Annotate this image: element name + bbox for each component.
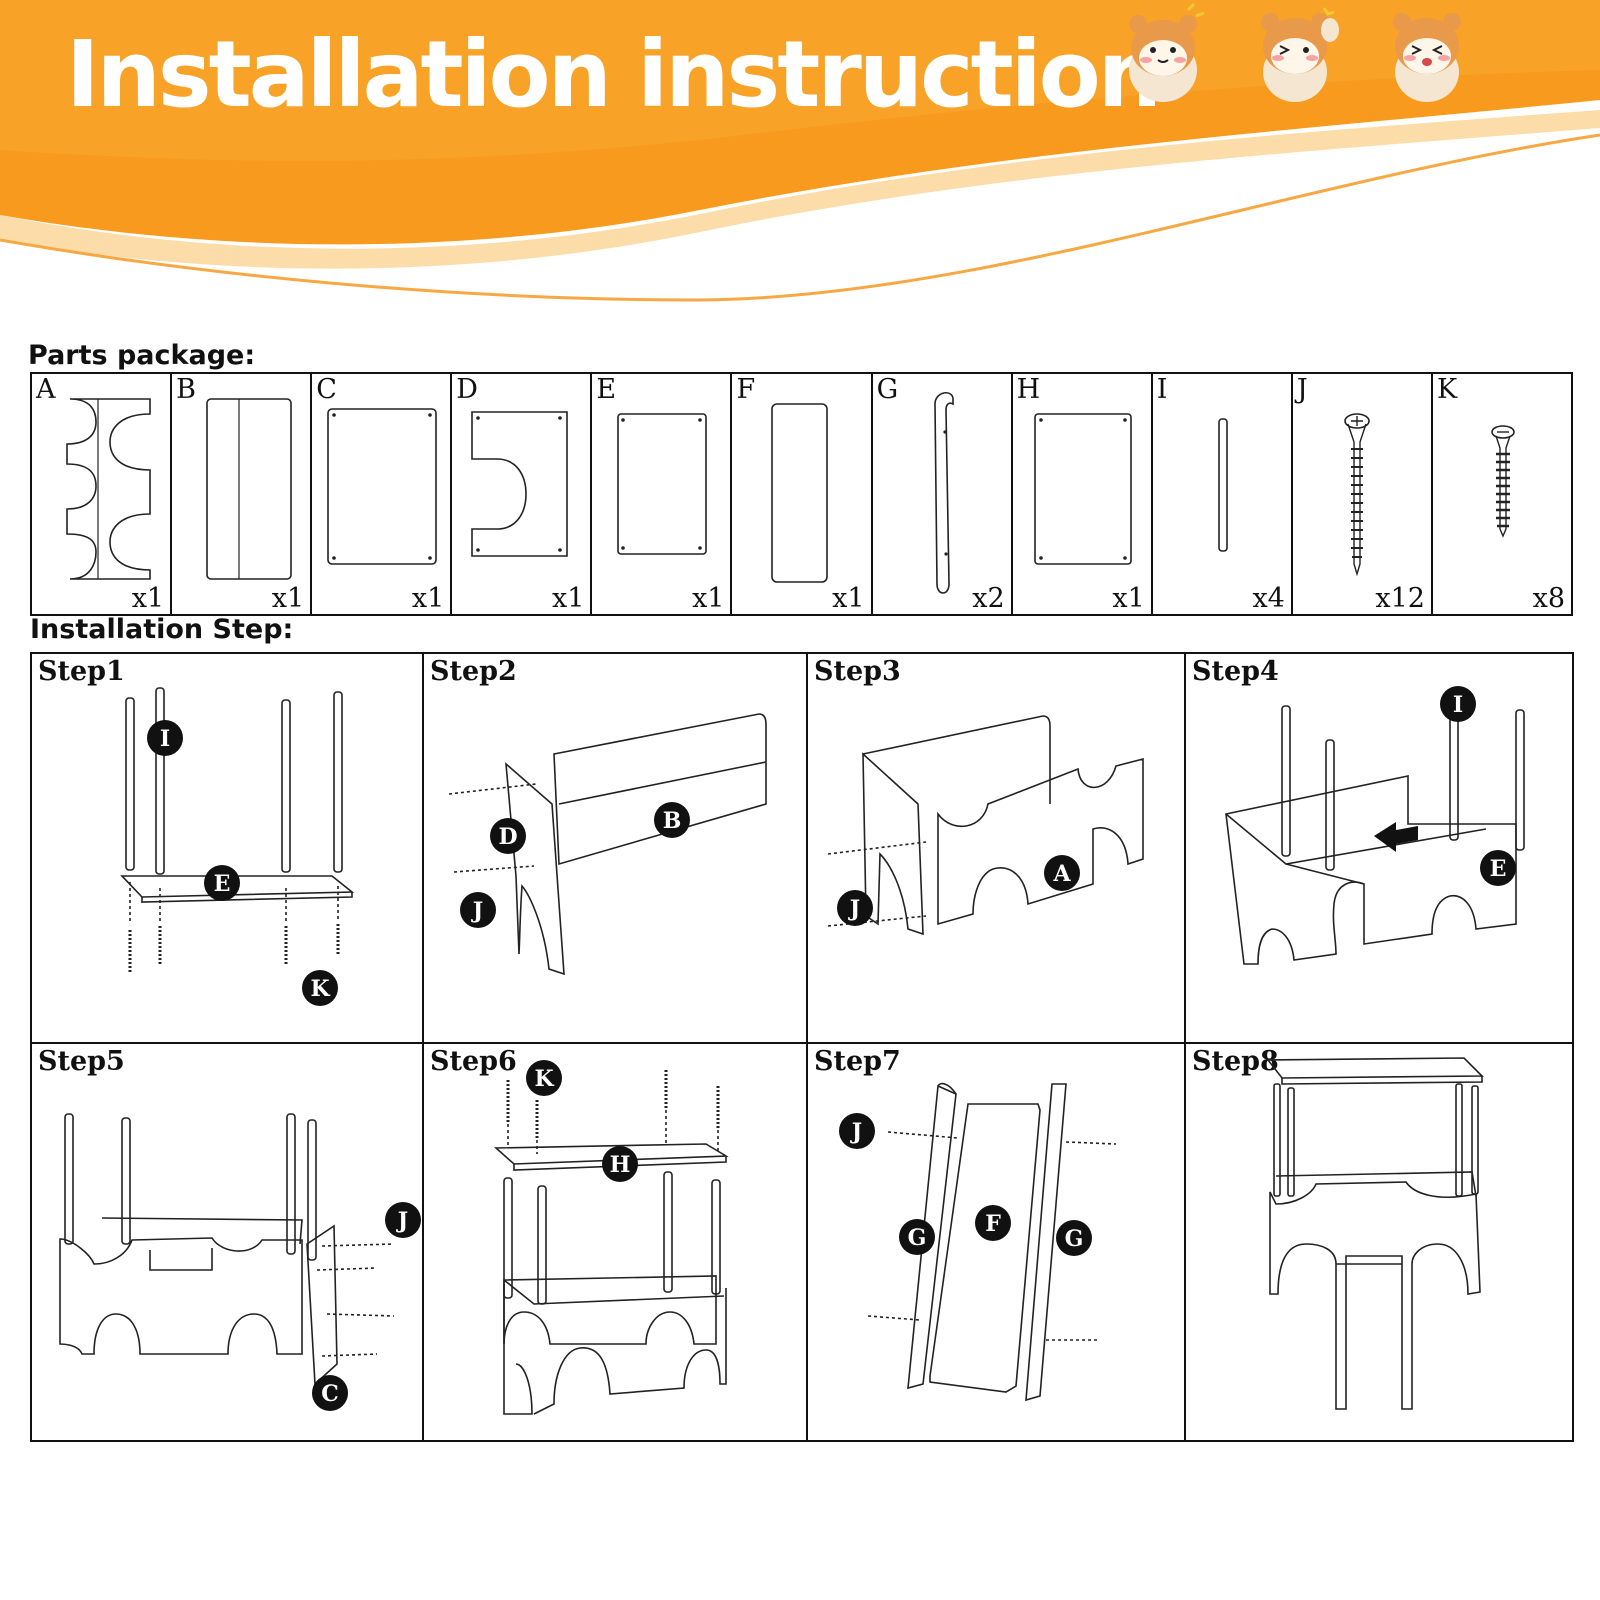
part-cell-a: A x1 [32,374,173,614]
part-quantity: x1 [832,583,865,614]
part-quantity: x1 [551,583,585,614]
part-letter: I [1156,374,1168,405]
step-1-diagram [120,687,355,974]
part-quantity: x1 [271,583,305,614]
arrow-icon [1374,822,1418,852]
step-title: Step4 [1192,656,1279,687]
part-cell-c: C x1 [312,374,453,614]
parts-package-label: Parts package: [28,340,256,371]
part-quantity: x1 [411,583,445,614]
step-panel-6: Step6 [424,1044,808,1440]
installation-step-label: Installation Step: [30,614,294,645]
part-j-screw-icon [1344,413,1370,577]
part-cell-j: J x12 [1293,374,1433,614]
step-5-diagram [59,1113,395,1386]
part-g-rail-icon [933,391,954,594]
part-d-panel-icon [471,411,569,557]
step-title: Step5 [38,1046,125,1077]
step-title: Step7 [814,1046,901,1077]
part-letter: K [1436,374,1458,405]
hamster-mascot-icon [1129,2,1205,102]
step-panel-5: Step5 [32,1044,424,1440]
step-panel-3: Step3 [808,654,1186,1044]
part-quantity: x2 [972,583,1005,614]
part-cell-k: K x8 [1433,374,1571,614]
hamster-mascot-icon [1261,7,1339,102]
step-title: Step3 [814,656,901,687]
step-panel-1: Step1 [32,654,424,1044]
step-panel-2: Step2 [424,654,808,1044]
part-k-screw-icon [1491,425,1515,538]
hamster-mascot-icon [1393,13,1461,102]
part-b-panel-icon [206,398,292,580]
page-title: Installation instruction [66,21,1162,128]
part-quantity: x1 [1112,583,1145,614]
part-i-rod-icon [1217,418,1228,552]
part-quantity: x12 [1375,583,1425,614]
step-2-diagram [448,713,767,976]
part-letter: A [36,374,56,405]
step-panel-4: Step4 [1186,654,1572,1044]
parts-package-table: A x1 B x1 C x1 D x1 [30,372,1573,616]
step-3-diagram [827,715,1144,936]
part-quantity: x8 [1532,583,1566,614]
step-8-diagram [1266,1057,1484,1410]
part-h-panel-icon [1033,413,1132,565]
part-letter: B [176,374,196,405]
part-cell-h: H x1 [1013,374,1153,614]
step-title: Step1 [38,656,125,687]
step-4-diagram [1225,689,1525,965]
banner-wave-background [0,0,1600,302]
step-6-diagram [493,1070,729,1415]
part-quantity: x4 [1252,583,1285,614]
step-title: Step2 [430,656,517,687]
part-cell-e: E x1 [592,374,733,614]
part-cell-i: I x4 [1153,374,1293,614]
part-quantity: x1 [692,583,725,614]
part-quantity: x1 [131,583,165,614]
installation-steps-grid: Step1 Step2 Step [30,652,1574,1442]
part-c-panel-icon [327,408,437,565]
part-letter: G [876,374,899,405]
part-letter: C [316,374,337,405]
step-panel-8: Step8 [1186,1044,1572,1440]
step-panel-7: Step7 [808,1044,1186,1440]
part-letter: J [1296,374,1308,405]
part-cell-b: B x1 [172,374,313,614]
part-cell-f: F x1 [732,374,873,614]
header-banner: Installation instruction [0,0,1600,320]
part-a-wall-icon [66,398,151,580]
part-f-ramp-icon [771,403,829,583]
part-letter: D [456,374,478,405]
part-letter: E [596,374,617,405]
step-7-diagram [867,1082,1117,1402]
part-letter: F [736,374,756,405]
part-letter: H [1016,374,1041,405]
part-cell-d: D x1 [452,374,593,614]
step-title: Step6 [430,1046,517,1077]
step-title: Step8 [1192,1046,1279,1077]
part-e-panel-icon [617,413,708,555]
part-cell-g: G x2 [873,374,1013,614]
